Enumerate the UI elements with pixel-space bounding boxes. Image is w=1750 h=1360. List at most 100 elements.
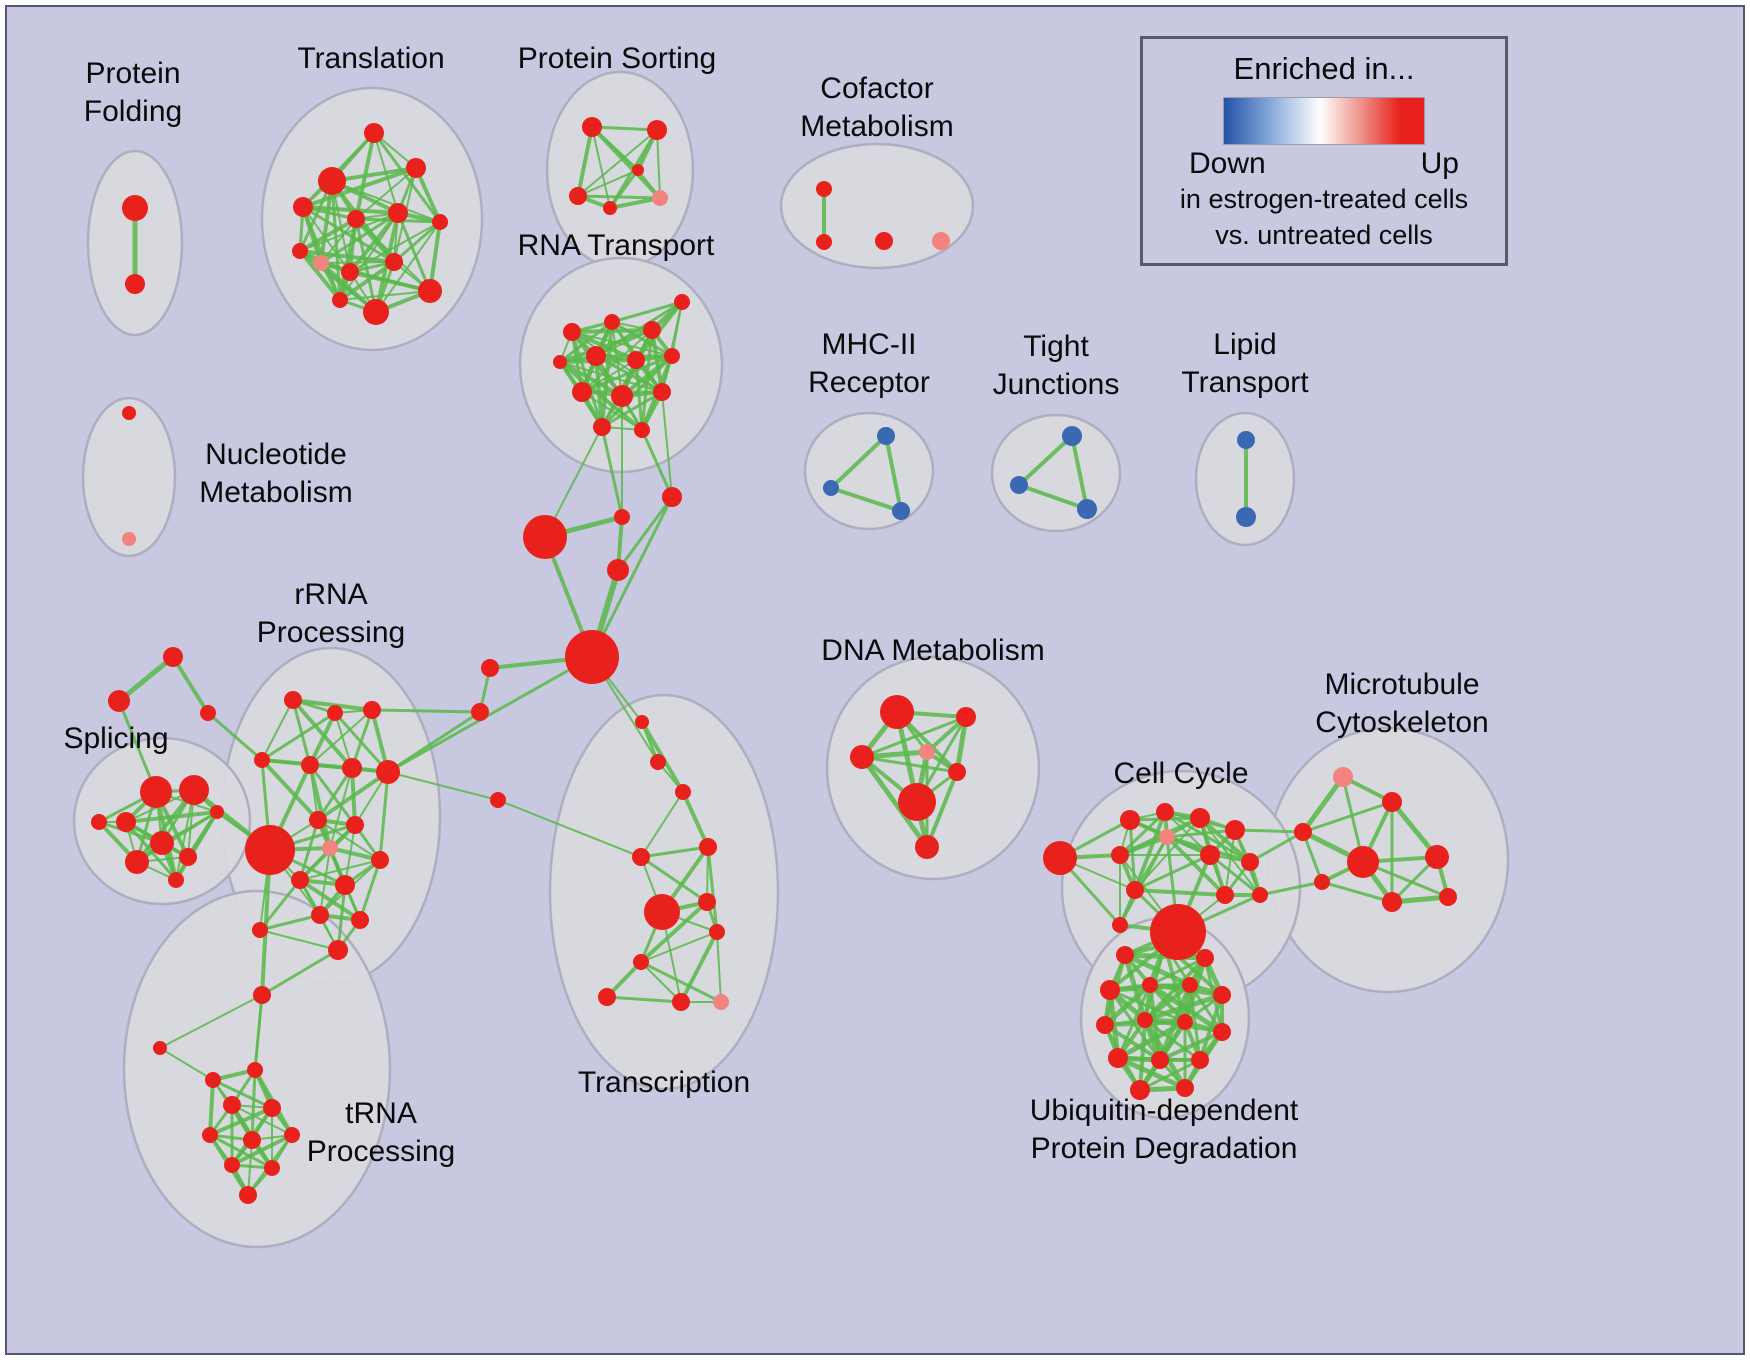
- node-rrna-processing: [322, 840, 338, 856]
- node-translation: [406, 158, 426, 178]
- edge-ubiquitin-degradation: [1102, 982, 1153, 1028]
- cluster-ellipse-tight-junctions: [990, 413, 1122, 533]
- node-rrna-processing: [311, 906, 329, 924]
- edge-inter-cluster: [1233, 828, 1305, 834]
- edge-rna-transport: [580, 354, 674, 394]
- edge-translation: [298, 217, 358, 253]
- edge-dna-metabolism: [925, 770, 959, 849]
- edge-translation: [354, 131, 376, 221]
- node-cell-cycle: [1043, 841, 1077, 875]
- node-rna-transport: [634, 422, 650, 438]
- node-microtubule-cytoskeleton: [1347, 846, 1379, 878]
- node-translation: [341, 263, 359, 281]
- edge-translation: [302, 206, 351, 273]
- node-cofactor-metabolism: [932, 232, 950, 250]
- node-translation: [418, 279, 442, 303]
- edge-tight-junctions: [1070, 434, 1089, 511]
- edge-inter-cluster: [640, 428, 674, 499]
- edge-rrna-processing: [291, 698, 354, 770]
- node-connector: [481, 659, 499, 677]
- edge-trna-processing: [211, 1078, 274, 1110]
- edge-trna-processing: [250, 1068, 257, 1142]
- node-dna-metabolism: [898, 783, 936, 821]
- edge-protein-sorting: [656, 129, 661, 199]
- edge-trna-processing: [159, 1047, 214, 1081]
- edge-translation: [320, 261, 395, 264]
- node-cofactor-metabolism: [816, 234, 832, 250]
- node-cofactor-metabolism: [875, 232, 893, 250]
- edge-ubiquitin-degradation: [1138, 1018, 1147, 1092]
- edge-cell-cycle: [1224, 829, 1236, 896]
- edge-rrna-processing: [260, 758, 320, 822]
- edge-rna-transport: [559, 361, 663, 393]
- edge-ubiquitin-degradation: [1138, 1058, 1202, 1092]
- edge-inter-cluster: [253, 993, 264, 1072]
- node-trna-processing: [153, 1041, 167, 1055]
- node-splicing: [91, 814, 107, 830]
- edge-splicing: [135, 810, 219, 864]
- node-rna-transport: [674, 294, 690, 310]
- edge-ubiquitin-degradation: [1142, 992, 1225, 1023]
- node-rrna-processing: [301, 756, 319, 774]
- edge-inter-cluster: [117, 699, 158, 794]
- cluster-ellipse-mhc-ii-receptor: [803, 411, 935, 531]
- edge-tight-junctions: [1017, 483, 1089, 511]
- node-rrna-processing: [291, 871, 309, 889]
- node-rrna-processing: [328, 940, 348, 960]
- node-rrna-processing: [327, 705, 343, 721]
- node-tight-junctions: [1062, 426, 1082, 446]
- cluster-ellipse-nucleotide-metabolism: [81, 396, 177, 558]
- node-ubiquitin-degradation: [1137, 1012, 1153, 1028]
- node-ubiquitin-degradation: [1116, 946, 1134, 964]
- edge-translation: [372, 131, 442, 224]
- edge-translation: [301, 205, 400, 215]
- edge-rna-transport: [558, 328, 654, 364]
- edge-ubiquitin-degradation: [1103, 1023, 1162, 1062]
- edge-dna-metabolism: [860, 755, 959, 774]
- edge-inter-cluster: [616, 495, 674, 572]
- edge-cell-cycle: [1133, 810, 1167, 892]
- node-connector: [607, 559, 629, 581]
- node-connector: [523, 515, 567, 559]
- node-trna-processing: [202, 1127, 218, 1143]
- node-tight-junctions: [1010, 476, 1028, 494]
- legend-caption-line2: vs. untreated cells: [1215, 220, 1433, 251]
- edge-ubiquitin-degradation: [1143, 983, 1192, 1022]
- node-cell-cycle: [1252, 887, 1268, 903]
- node-translation: [364, 123, 384, 143]
- edge-inter-cluster: [387, 771, 499, 801]
- edge-rrna-processing: [317, 819, 381, 861]
- node-ubiquitin-degradation: [1182, 977, 1198, 993]
- node-rna-transport: [611, 385, 633, 407]
- edge-mhc-ii-receptor: [884, 434, 903, 513]
- node-trna-processing: [224, 1157, 240, 1173]
- node-ubiquitin-degradation: [1151, 1051, 1169, 1069]
- edge-protein-sorting: [590, 125, 659, 132]
- node-microtubule-cytoskeleton: [1382, 892, 1402, 912]
- node-splicing: [140, 776, 172, 808]
- node-lipid-transport: [1237, 431, 1255, 449]
- node-transcription: [709, 924, 725, 940]
- edge-cell-cycle: [1165, 835, 1227, 897]
- cluster-ellipse-transcription: [548, 693, 780, 1091]
- node-rna-transport: [572, 382, 592, 402]
- node-splicing: [210, 805, 224, 819]
- node-translation: [293, 197, 313, 217]
- node-splicing: [168, 872, 184, 888]
- edge-translation: [298, 249, 342, 302]
- node-connector: [662, 487, 682, 507]
- node-rrna-processing: [254, 752, 270, 768]
- node-connector: [108, 690, 130, 712]
- node-dna-metabolism: [956, 707, 976, 727]
- edge-protein-sorting: [577, 169, 639, 197]
- edge-mhc-ii-receptor: [829, 434, 888, 490]
- edge-ubiquitin-degradation: [1108, 943, 1167, 992]
- edge-trna-processing: [208, 1106, 274, 1137]
- edge-translation: [301, 166, 418, 209]
- edge-translation: [331, 180, 441, 223]
- node-protein-folding: [122, 195, 148, 221]
- node-mhc-ii-receptor: [877, 427, 895, 445]
- node-rna-transport: [627, 351, 645, 369]
- legend-endpoint-labels: Down Up: [1189, 147, 1459, 181]
